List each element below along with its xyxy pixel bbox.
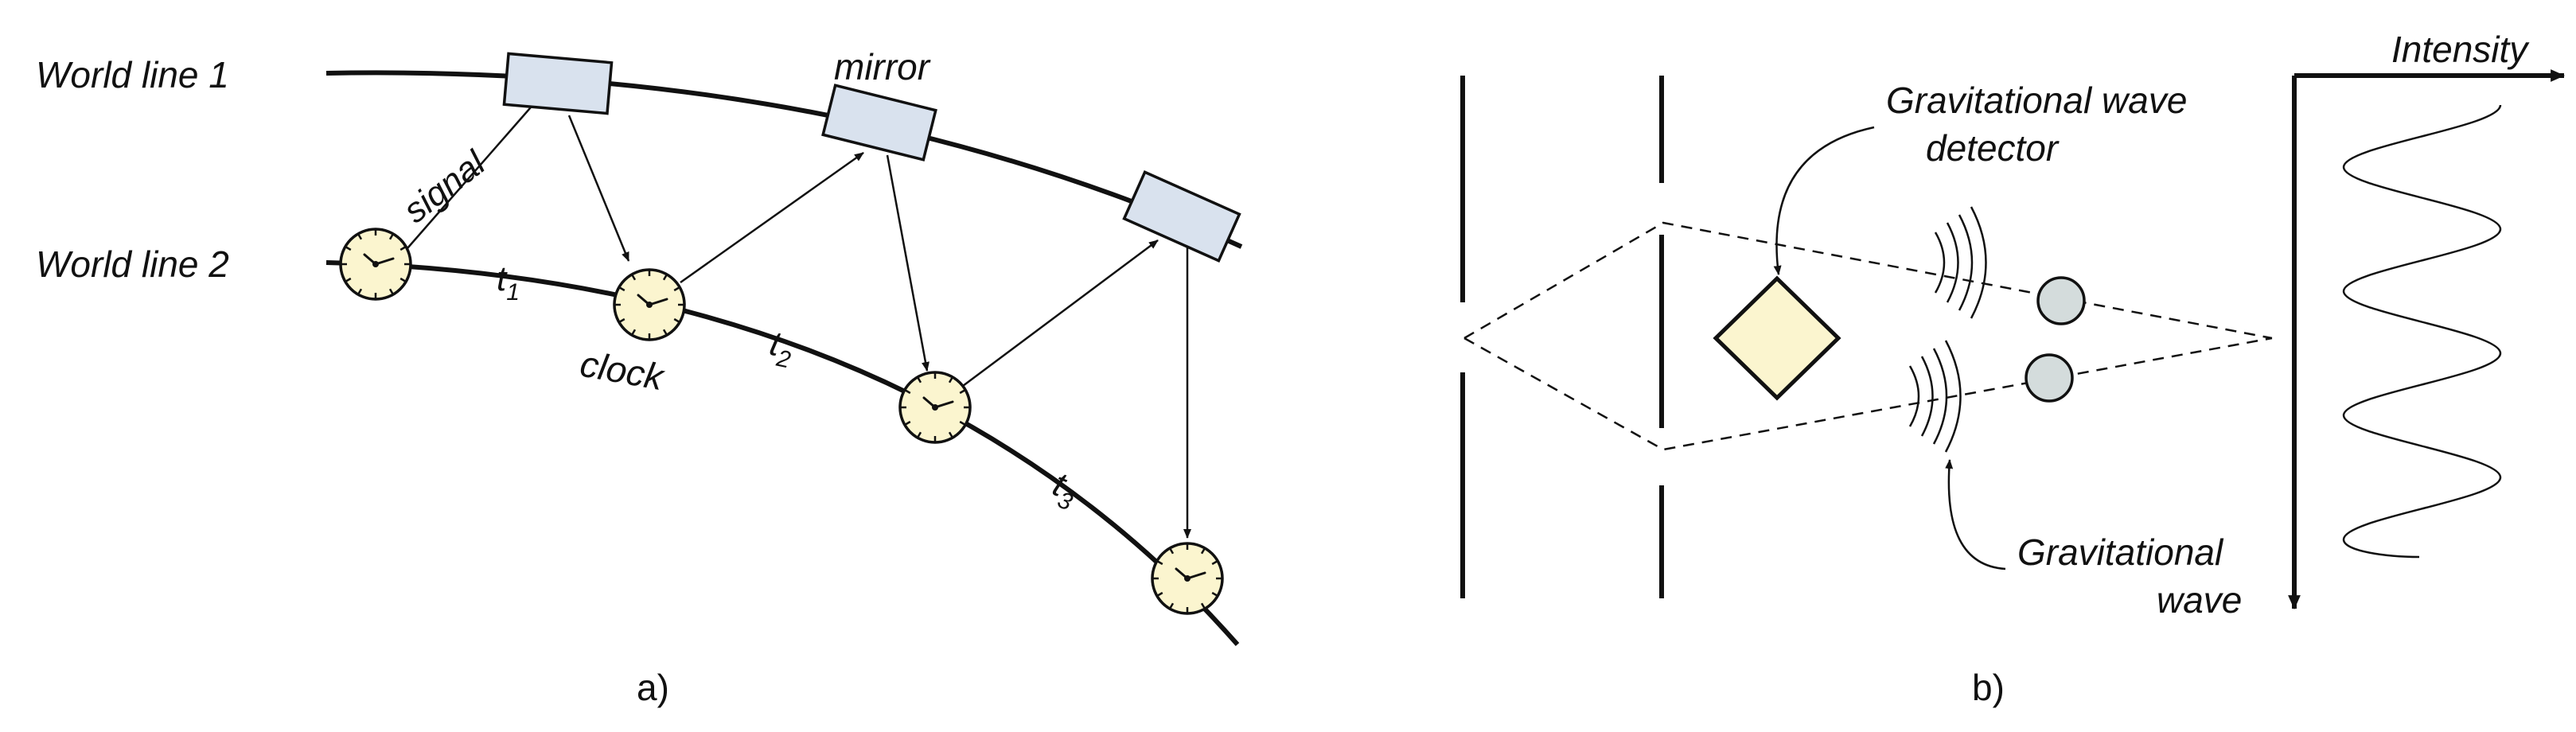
mirror-box [502, 52, 614, 115]
intensity-label: Intensity [2391, 29, 2530, 70]
world-line-2-curve [325, 260, 1240, 646]
signal-label: signal [396, 143, 493, 231]
clock-icon [613, 268, 686, 341]
t1-base: t [497, 259, 508, 298]
clock-tick [357, 234, 363, 240]
clock-tick [905, 420, 911, 426]
test-mass-lower [2025, 353, 2074, 403]
clock-tick [662, 329, 668, 335]
clock-tick [1200, 602, 1206, 609]
wave-arcs-upper [1934, 206, 1987, 319]
signal-arrow [962, 239, 1159, 387]
clock-tick [388, 234, 394, 240]
clock-tick [619, 317, 625, 323]
clock-tick [917, 431, 922, 438]
clock-tick [662, 274, 668, 281]
world-line-2-label: World line 2 [36, 243, 229, 285]
clock-label: clock [577, 343, 668, 399]
clock-tick [1169, 548, 1175, 555]
clock-tick [1211, 560, 1218, 566]
signal-arrow [401, 95, 542, 255]
clock-icon [898, 371, 972, 444]
t1-sub: 1 [506, 279, 520, 306]
mirror-box [821, 84, 937, 162]
panel-b: Gravitational wave detector Gravitationa… [1460, 29, 2566, 708]
signal-arrow [886, 154, 929, 372]
clock-tick [917, 377, 922, 384]
mirror-box [1122, 170, 1241, 263]
caption-b: b) [1972, 667, 2005, 708]
wave-callout-arrow [1945, 459, 2006, 570]
beam-path-lower [1463, 337, 2273, 451]
intensity-curve [2342, 104, 2502, 559]
t1-label: t1 [497, 259, 520, 306]
wave-label-line1: Gravitational [2017, 531, 2224, 573]
clock-tick [959, 389, 965, 395]
panel-a: World line 1 World line 2 signal mirror … [36, 46, 1243, 708]
clock-tick [1157, 560, 1163, 566]
clock-tick [1157, 591, 1163, 597]
clock-tick [388, 288, 394, 294]
clock-tick [1169, 602, 1175, 609]
wave-label-line2: wave [2157, 579, 2242, 621]
signal-arrow [567, 115, 630, 262]
detector-diamond [1713, 275, 1841, 401]
clock-tick [357, 288, 363, 294]
detector-label-line1: Gravitational wave [1886, 80, 2187, 121]
detector-callout-arrow [1773, 126, 1875, 275]
clock-tick [673, 286, 680, 292]
clock-tick [948, 377, 953, 384]
wave-arcs-lower [1908, 340, 1962, 453]
clock-tick [1200, 548, 1206, 555]
test-mass-upper [2036, 276, 2086, 325]
clock-tick [399, 246, 406, 251]
clock-tick [959, 420, 965, 426]
t3-label: t3 [1045, 465, 1084, 516]
caption-a: a) [637, 667, 669, 708]
clock-tick [345, 277, 352, 282]
clock-icon [339, 228, 412, 301]
clock-tick [673, 317, 680, 323]
clock-tick [619, 286, 625, 292]
world-line-1-label: World line 1 [36, 54, 229, 95]
clock-tick [631, 274, 637, 281]
t2-label: t2 [765, 324, 797, 374]
clock-tick [948, 431, 953, 438]
clock-icon [1151, 542, 1224, 615]
clock-tick [905, 389, 911, 395]
clock-tick [399, 277, 406, 282]
world-line-1-curve [325, 70, 1243, 249]
clock-tick [631, 329, 637, 335]
mirror-label: mirror [834, 46, 931, 88]
beam-path-upper [1463, 221, 2273, 340]
clock-tick [345, 246, 352, 251]
detector-label-line2: detector [1926, 127, 2060, 169]
signal-arrow [680, 151, 864, 284]
clock-tick [1211, 591, 1218, 597]
